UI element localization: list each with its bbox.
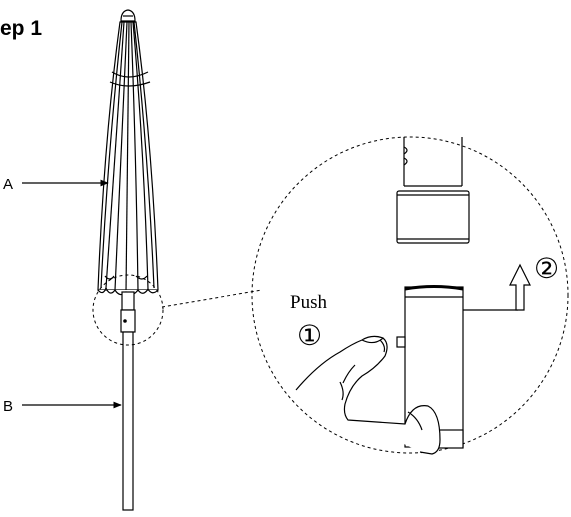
- zoom-connector-line: [161, 289, 263, 308]
- detail-circle: [251, 136, 569, 454]
- push-label: Push: [290, 292, 327, 313]
- step-one-marker: ①: [297, 319, 322, 352]
- step-two-marker: ②: [534, 252, 559, 285]
- umbrella-canopy: [97, 9, 159, 296]
- umbrella-pole: [120, 291, 136, 511]
- up-arrow-icon: [463, 263, 531, 311]
- label-a: A: [3, 176, 13, 193]
- hand-illustration: [295, 335, 441, 455]
- detail-upper-pole: [396, 137, 470, 244]
- zoom-source-circle: [92, 274, 164, 346]
- label-b: B: [3, 398, 13, 415]
- step-title: ep 1: [0, 17, 43, 40]
